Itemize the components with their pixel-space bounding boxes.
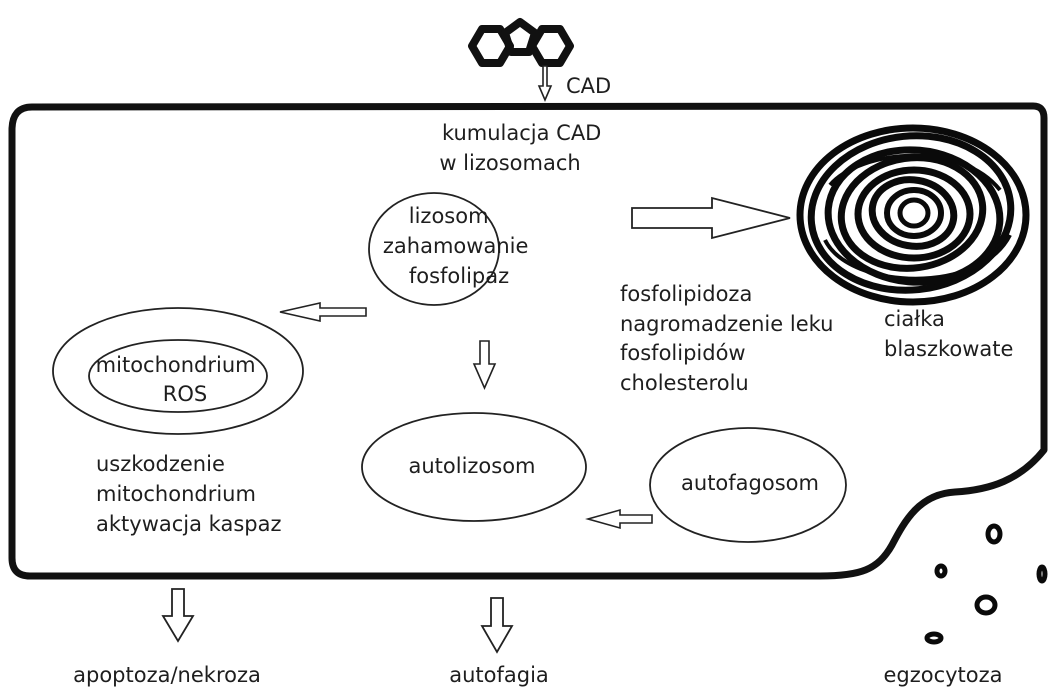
autophagosome-label: autofagosom (681, 471, 819, 495)
autophagy-label: autofagia (449, 663, 549, 687)
mitochondrium-outer (52, 307, 304, 435)
lamellar-bodies-label: ciałka blaszkowate (884, 307, 1013, 361)
lysosome-label: lizosom zahamowanie fosfolipaz (383, 204, 535, 288)
cad-label: CAD (566, 74, 611, 98)
mitochondrium-inner (88, 339, 268, 413)
exocytosis-label: egzocytoza (883, 663, 1002, 687)
apoptosis-label: apoptoza/nekroza (73, 663, 261, 687)
lysosome-ellipse (368, 192, 500, 306)
cad-molecule-icon (468, 18, 574, 67)
accumulation-label: kumulacja CAD w lizosomach (439, 121, 608, 175)
arrow-to-mitochondrium (279, 302, 367, 322)
autolysosome-label: autolizosom (408, 454, 535, 478)
arrow-to-lamellar-bodies (631, 196, 791, 240)
cad-entry-arrow (537, 65, 553, 103)
arrow-to-autophagy (480, 597, 514, 654)
arrow-to-autolysosome (472, 340, 497, 390)
cell-membrane (8, 102, 1048, 580)
mitochondrium-label: mitochondrium ROS (96, 353, 263, 406)
arrow-autophagosome-to-autolysosome (585, 508, 653, 530)
arrow-to-apoptosis (161, 588, 195, 643)
autolysosome-ellipse (361, 412, 587, 522)
exocytosis-vesicles-icon (924, 523, 1048, 645)
autophagosome-ellipse (649, 427, 847, 543)
mito-damage-label: uszkodzenie mitochondrium aktywacja kasp… (96, 452, 281, 536)
lamellar-bodies-icon (796, 124, 1030, 306)
phospholipidosis-label: fosfolipidoza nagromadzenie leku fosfoli… (620, 282, 840, 395)
